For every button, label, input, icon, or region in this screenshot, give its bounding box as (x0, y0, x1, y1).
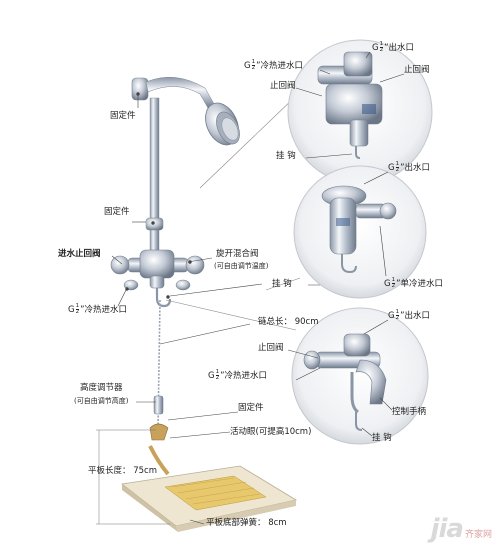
detail-bottom-leaders (287, 319, 393, 437)
label-mix-valve: 旋开混合阀 (216, 249, 259, 259)
detail-middle (293, 165, 427, 299)
label-d3-handle: 控制手柄 (392, 407, 427, 417)
mixer-valve (110, 249, 205, 291)
label-inlet-stop-valve: 进水止回阀 (58, 249, 101, 259)
label-chain-length: 链总长： 90cm (258, 317, 319, 327)
diverter-valve (317, 51, 383, 159)
label-fixing-top: 固定件 (110, 111, 136, 121)
watermark-text: 齐家网 (464, 530, 492, 540)
movable-eye (149, 423, 169, 441)
label-d3-check-valve: 止回阀 (258, 343, 284, 353)
detail-middle-leaders (363, 171, 389, 277)
g-letter: G (68, 305, 75, 315)
height-adjuster (153, 395, 164, 415)
riser-bracket (145, 217, 164, 231)
label-d3-hook: 挂 钩 (372, 433, 392, 443)
label-d1-check-valve: 止回阀 (270, 81, 296, 91)
foot-plate (121, 445, 298, 532)
top-wall-bracket (131, 77, 149, 101)
watermark-logo: jia (430, 514, 464, 544)
main-shower (110, 77, 298, 532)
detail-bottom (291, 307, 429, 445)
label-d1-hook: 挂 钩 (276, 151, 296, 161)
label-mix-valve-note: (可自由调节温度) (214, 262, 269, 270)
mixer-with-handle (303, 333, 387, 431)
shower-head (205, 102, 240, 146)
label-fixing-bottom: 固定件 (238, 403, 264, 413)
riser-pipe (149, 97, 160, 267)
label-plate-length: 平板长度： 75cm (88, 466, 157, 476)
label-movable-eye: 活动眼(可提高10cm) (230, 427, 312, 437)
label-hook-main: 挂 钩 (272, 279, 292, 289)
label-plate-spring: 平板底部弹簧： 8cm (206, 518, 287, 528)
label-height-adjuster: 高度调节器 (80, 383, 123, 393)
main-hook (155, 288, 172, 308)
detail-top-leaders (295, 51, 405, 159)
detail-top (287, 39, 433, 185)
leader-lines (96, 92, 346, 525)
single-cold-valve (321, 185, 397, 274)
label-height-adjuster-note: (可自由调节高度) (74, 397, 129, 405)
label-fixing-mid: 固定件 (104, 207, 130, 217)
label-d1-check-valve-right: 止回阀 (404, 65, 430, 75)
